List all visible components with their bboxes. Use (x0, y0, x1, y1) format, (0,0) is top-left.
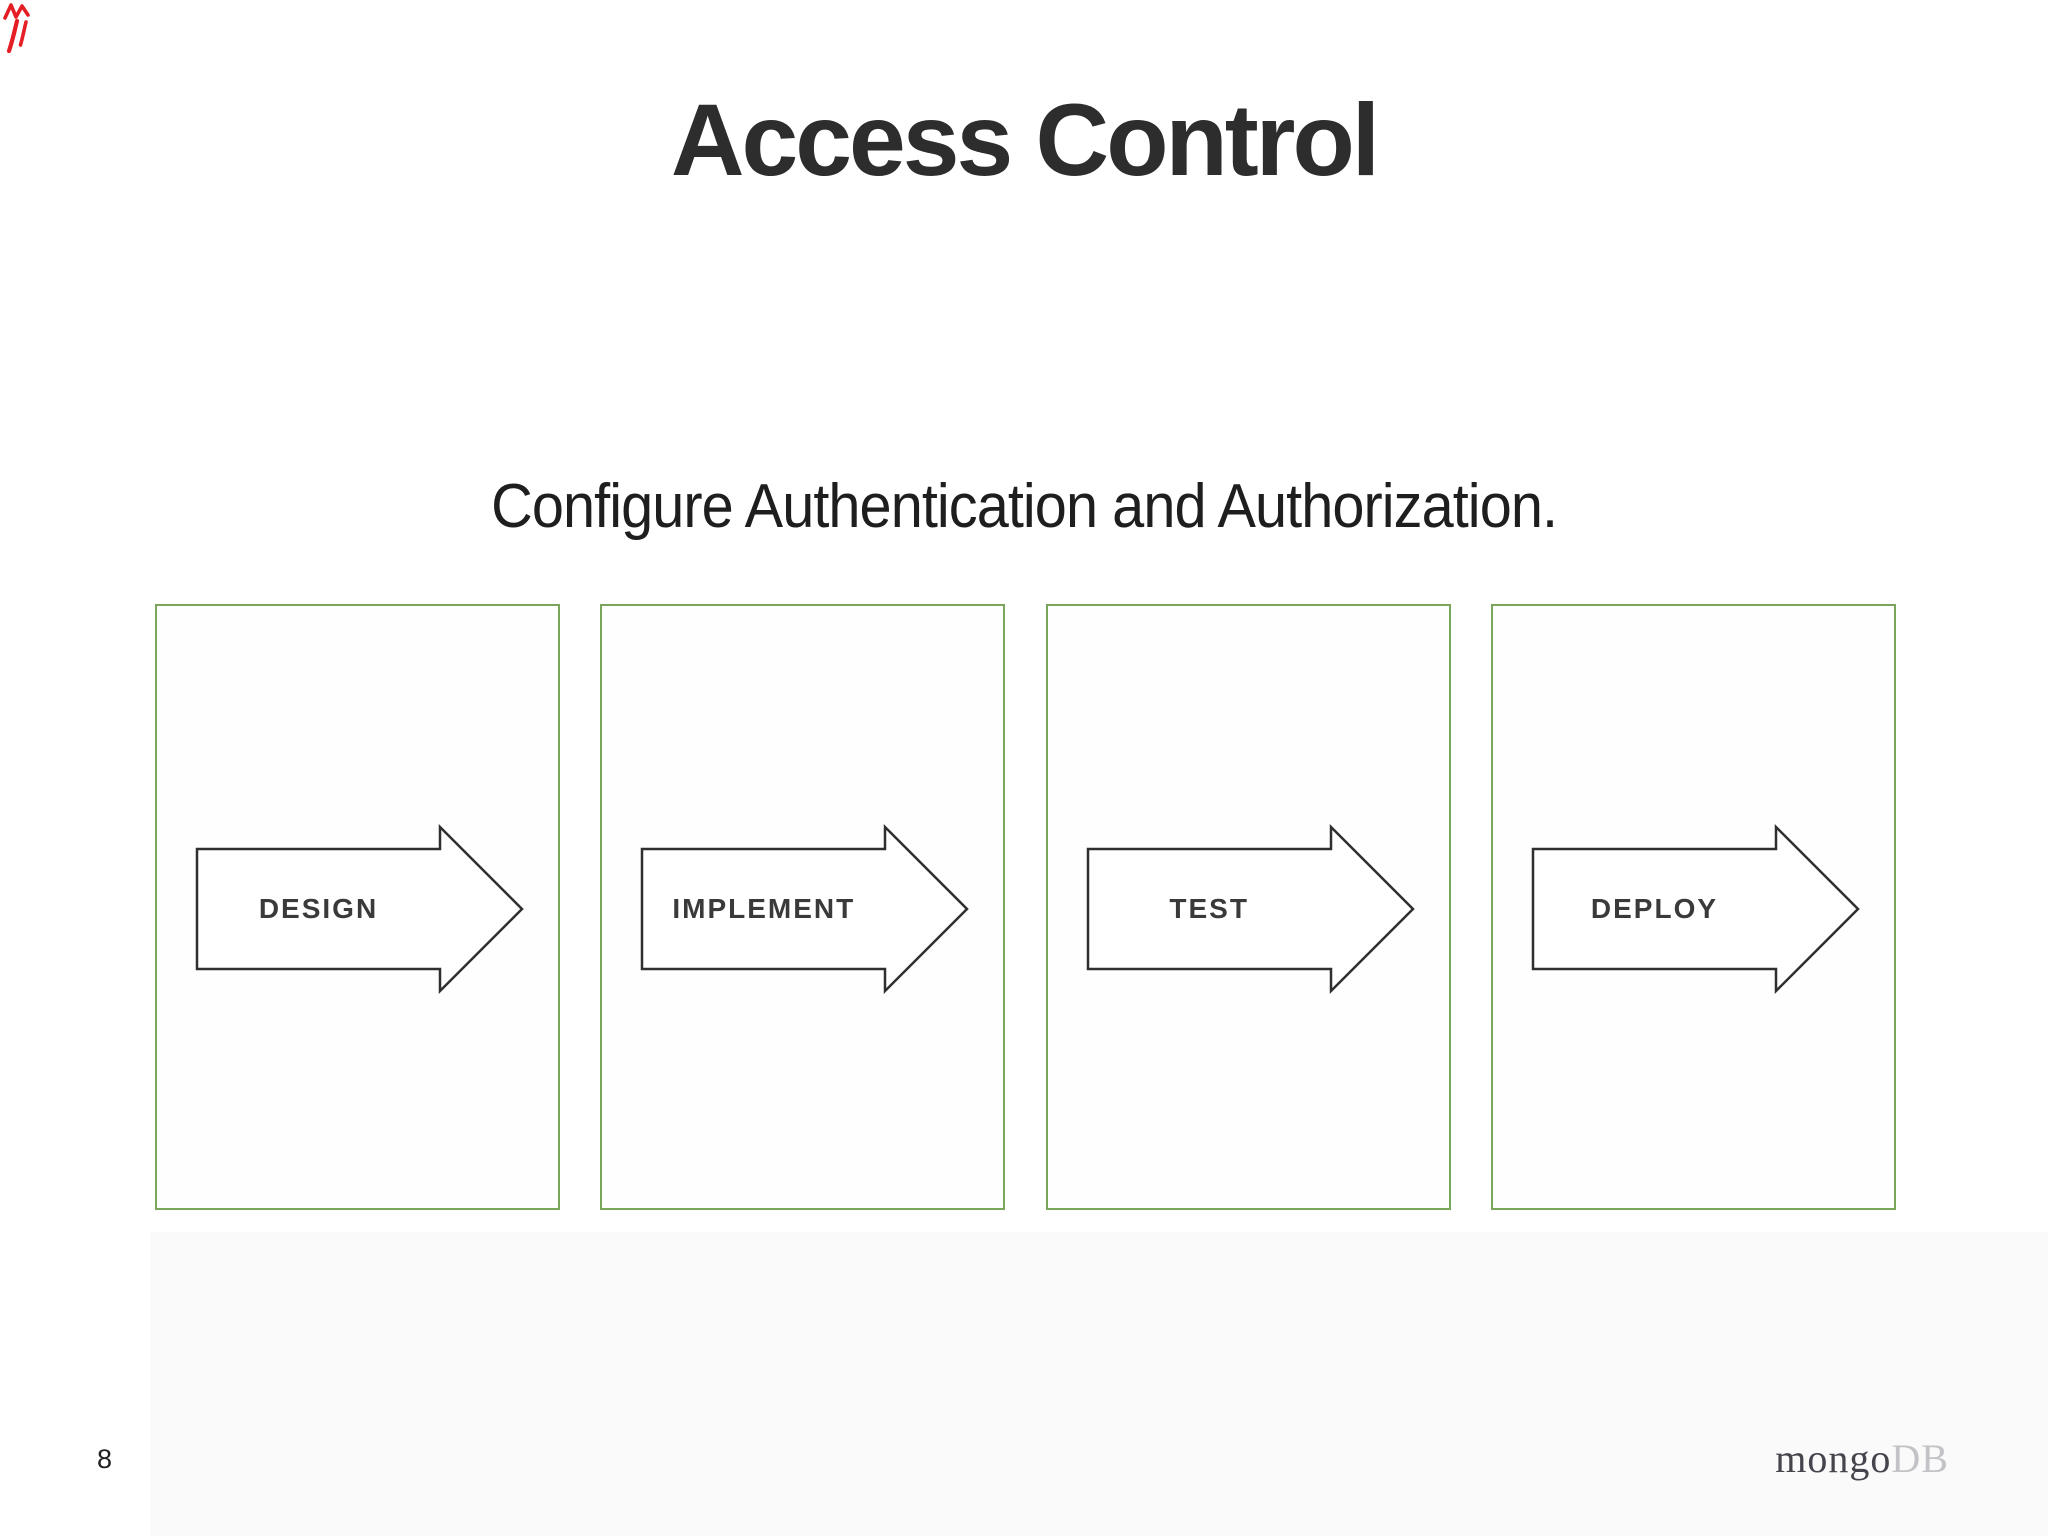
step-label-deploy: DEPLOY (1590, 893, 1719, 924)
right-arrow-shape-icon (195, 823, 524, 995)
right-arrow-shape-icon (1086, 823, 1415, 995)
process-step-test: TEST (1045, 604, 1451, 1210)
process-step-design: DESIGN (155, 604, 560, 1210)
step-label-implement: IMPLEMENT (672, 893, 856, 924)
slide-subtitle: Configure Authentication and Authorizati… (491, 472, 1558, 541)
process-step-deploy: DEPLOY (1490, 604, 1896, 1210)
slide-title: Access Control (670, 83, 1380, 197)
step-label-test: TEST (1169, 893, 1249, 924)
process-flow-diagram: DESIGN IMPLEMENT TEST DEPLOY (155, 604, 1896, 1210)
page-number: 8 (97, 1444, 113, 1474)
slide-subtitle-row: Configure Authentication and Authorizati… (0, 470, 2048, 544)
right-arrow-shape-icon (1531, 823, 1860, 995)
red-scribble-annotation (3, 3, 30, 54)
footer-band (150, 1232, 2048, 1536)
mongodb-logo: mongoDB (1775, 1437, 1949, 1481)
step-label-design: DESIGN (258, 893, 379, 924)
mongodb-logo-secondary-text: DB (1891, 1436, 1949, 1481)
mongodb-logo-primary-text: mongo (1775, 1436, 1892, 1481)
right-arrow-shape-icon (641, 823, 970, 995)
process-step-implement: IMPLEMENT (600, 604, 1006, 1210)
